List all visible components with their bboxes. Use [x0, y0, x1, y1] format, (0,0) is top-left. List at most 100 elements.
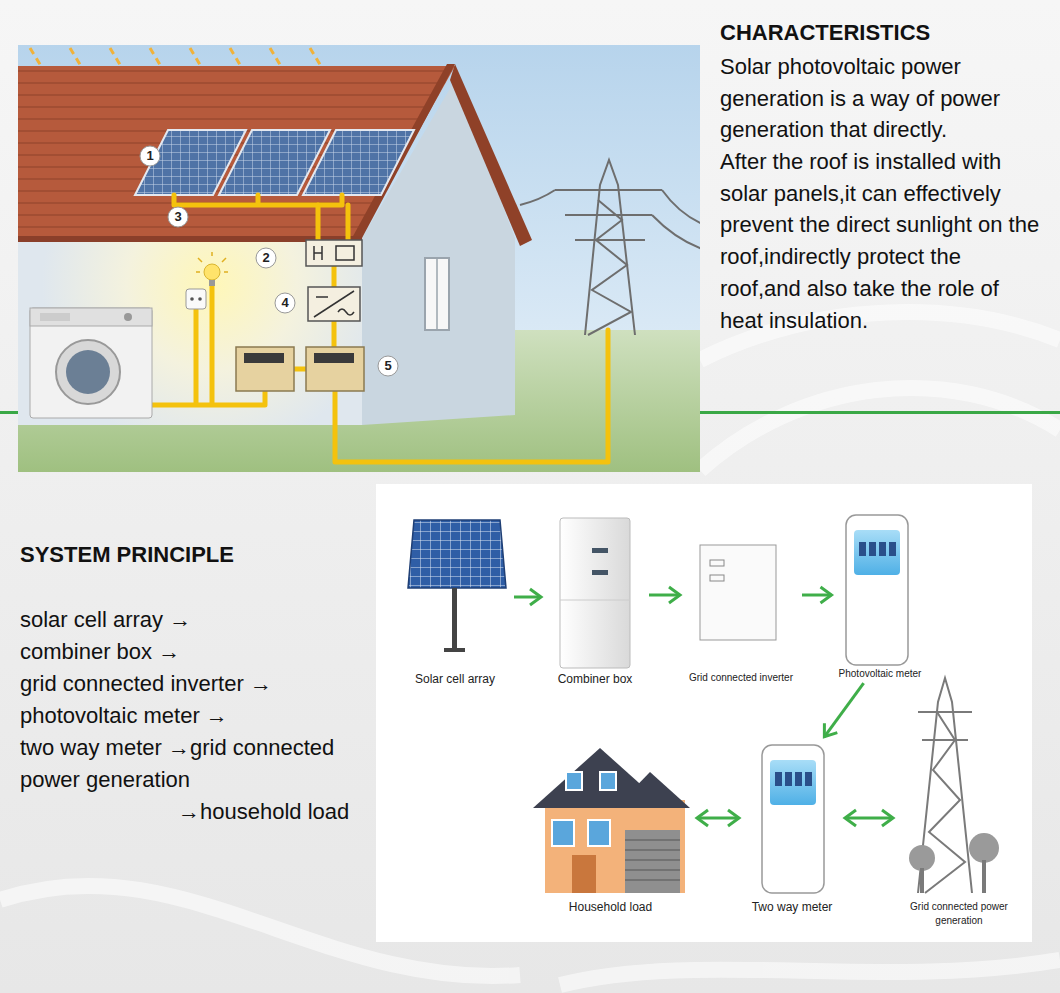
house-icon [545, 800, 685, 893]
solar-array-icon [444, 648, 465, 652]
grid-tower-icon [920, 868, 924, 893]
description-text: After the roof is installed with solar p… [720, 146, 1042, 336]
step-label: Combiner box [558, 672, 633, 686]
house-icon [588, 820, 610, 846]
background-swirl [700, 388, 1060, 470]
meter-icon [889, 542, 896, 556]
two-way-meter-icon [775, 772, 782, 786]
washing-machine [40, 313, 70, 321]
house [18, 64, 532, 425]
solar-array-icon [408, 520, 506, 652]
flow-arrow [697, 817, 739, 820]
flow-step-text: two way meter →grid connected power gene… [20, 732, 370, 796]
power-tower [585, 160, 635, 335]
meter-icon [846, 515, 908, 665]
background-swirl [560, 960, 1060, 985]
house [436, 258, 438, 330]
electric-meter [236, 347, 294, 391]
solar-array-icon [452, 588, 457, 650]
section-heading: SYSTEM PRINCIPLE [20, 541, 234, 569]
washing-machine [56, 340, 120, 404]
wiring [150, 195, 608, 462]
callout-circle [378, 356, 398, 376]
house [18, 66, 455, 236]
washing-machine [66, 350, 110, 394]
inverter-icon [710, 575, 724, 581]
meter-icon [879, 542, 886, 556]
flow-step-text: combiner box → [20, 636, 180, 668]
electric-meter [314, 353, 354, 363]
combiner-box-icon [560, 600, 630, 601]
washing-machine [30, 308, 152, 418]
callout-circle [140, 146, 160, 166]
meter-icon [846, 515, 908, 665]
flow-step-text: solar cell array → [20, 604, 191, 636]
flow-step: Grid connected power generation [897, 672, 1021, 928]
meter-icon [859, 542, 866, 556]
flow-step-text: photovoltaic meter → [20, 700, 228, 732]
wall-socket [186, 289, 206, 309]
house-icon [552, 820, 574, 846]
callout-circle [275, 293, 295, 313]
step-label: Grid connected power generation [897, 900, 1021, 928]
power-tower [555, 190, 662, 240]
step-label: Grid connected inverter [689, 672, 793, 684]
flow-panel [376, 484, 1032, 942]
inverter-box [308, 287, 360, 321]
wall-socket [198, 297, 202, 301]
combiner-box-icon [592, 570, 608, 575]
callout-circle [168, 207, 188, 227]
light-bulb [196, 252, 228, 272]
house-icon [625, 840, 680, 880]
inverter-icon [710, 560, 724, 566]
flow-step-text: →household load [178, 796, 349, 828]
callout-number: 2 [256, 248, 276, 268]
house [450, 64, 532, 246]
grid-tower-icon [909, 678, 999, 893]
house-icon [600, 772, 616, 790]
wall-socket [186, 289, 206, 309]
solar-array-icon [408, 520, 506, 588]
wall-socket [190, 297, 194, 301]
flow-arrow [824, 683, 863, 737]
house [425, 258, 449, 330]
callout-circle [256, 248, 276, 268]
flow-arrow [802, 594, 832, 597]
combiner-box-icon [560, 518, 630, 668]
callout-number: 3 [168, 207, 188, 227]
connector-group [514, 595, 893, 818]
house-icon [625, 830, 680, 893]
step-label: Two way meter [752, 900, 833, 914]
inverter-icon [700, 545, 776, 640]
inverter-box [314, 291, 354, 317]
grid-tower-icon [969, 833, 999, 863]
washing-machine [30, 308, 152, 326]
combiner-box-icon [560, 518, 630, 668]
washing-machine [30, 308, 152, 418]
junction-box [306, 240, 362, 266]
power-tower [520, 160, 700, 335]
section-heading: CHARACTERISTICS [720, 19, 930, 47]
inverter-box [308, 287, 360, 321]
step-label: Household load [569, 900, 652, 914]
meter-icon [854, 530, 900, 575]
light-bulb [209, 280, 215, 286]
flow-step: Combiner box [545, 512, 645, 686]
junction-box [314, 246, 322, 260]
combiner-box-icon [592, 548, 608, 553]
flow-step: Two way meter [743, 740, 841, 914]
flow-step: Solar cell array [400, 515, 510, 686]
meter-icon [869, 542, 876, 556]
electric-meter [306, 347, 364, 391]
house-illustration [18, 45, 700, 472]
junction-box [306, 240, 362, 266]
two-way-meter-icon [762, 745, 824, 893]
two-way-meter-icon [805, 772, 812, 786]
junction-box [336, 246, 354, 260]
flow-step: Grid connected inverter [684, 512, 798, 684]
two-way-meter-icon [770, 760, 816, 805]
electric-meter [244, 353, 284, 363]
house-icon [615, 772, 690, 808]
